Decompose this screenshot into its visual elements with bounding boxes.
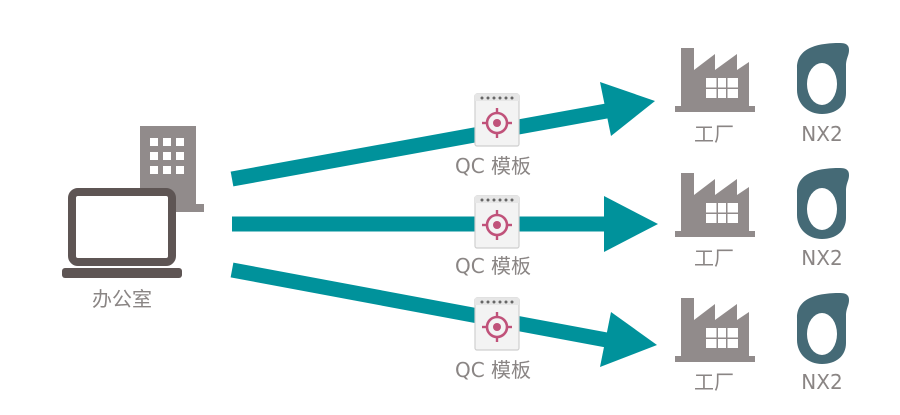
qc-template-icon (473, 194, 521, 250)
nx2-icon (797, 43, 849, 114)
factory-label: 工厂 (694, 370, 734, 394)
qc-template-label: QC 模板 (455, 254, 531, 278)
flow-top: QC 模板 工厂 NX2 (230, 43, 849, 187)
qc-template-label: QC 模板 (455, 358, 531, 382)
laptop-icon (62, 188, 182, 278)
factory-icon (675, 298, 755, 362)
office-label: 办公室 (92, 287, 152, 311)
factory-icon (675, 173, 755, 237)
flow-arrow (232, 196, 658, 252)
factory-label: 工厂 (694, 122, 734, 146)
qc-template-icon (473, 296, 521, 352)
flow-arrow (230, 262, 657, 367)
flow-bottom: QC 模板 工厂 NX2 (230, 262, 849, 394)
flow-arrow (230, 82, 655, 187)
flow-middle: QC 模板 工厂 NX2 (232, 168, 849, 278)
nx2-label: NX2 (801, 370, 842, 394)
nx2-icon (797, 168, 849, 239)
factory-label: 工厂 (694, 246, 734, 270)
nx2-label: NX2 (801, 246, 842, 270)
nx2-label: NX2 (801, 122, 842, 146)
factory-icon (675, 48, 755, 112)
qc-template-icon (473, 92, 521, 148)
nx2-icon (797, 293, 849, 364)
qc-template-label: QC 模板 (455, 154, 531, 178)
